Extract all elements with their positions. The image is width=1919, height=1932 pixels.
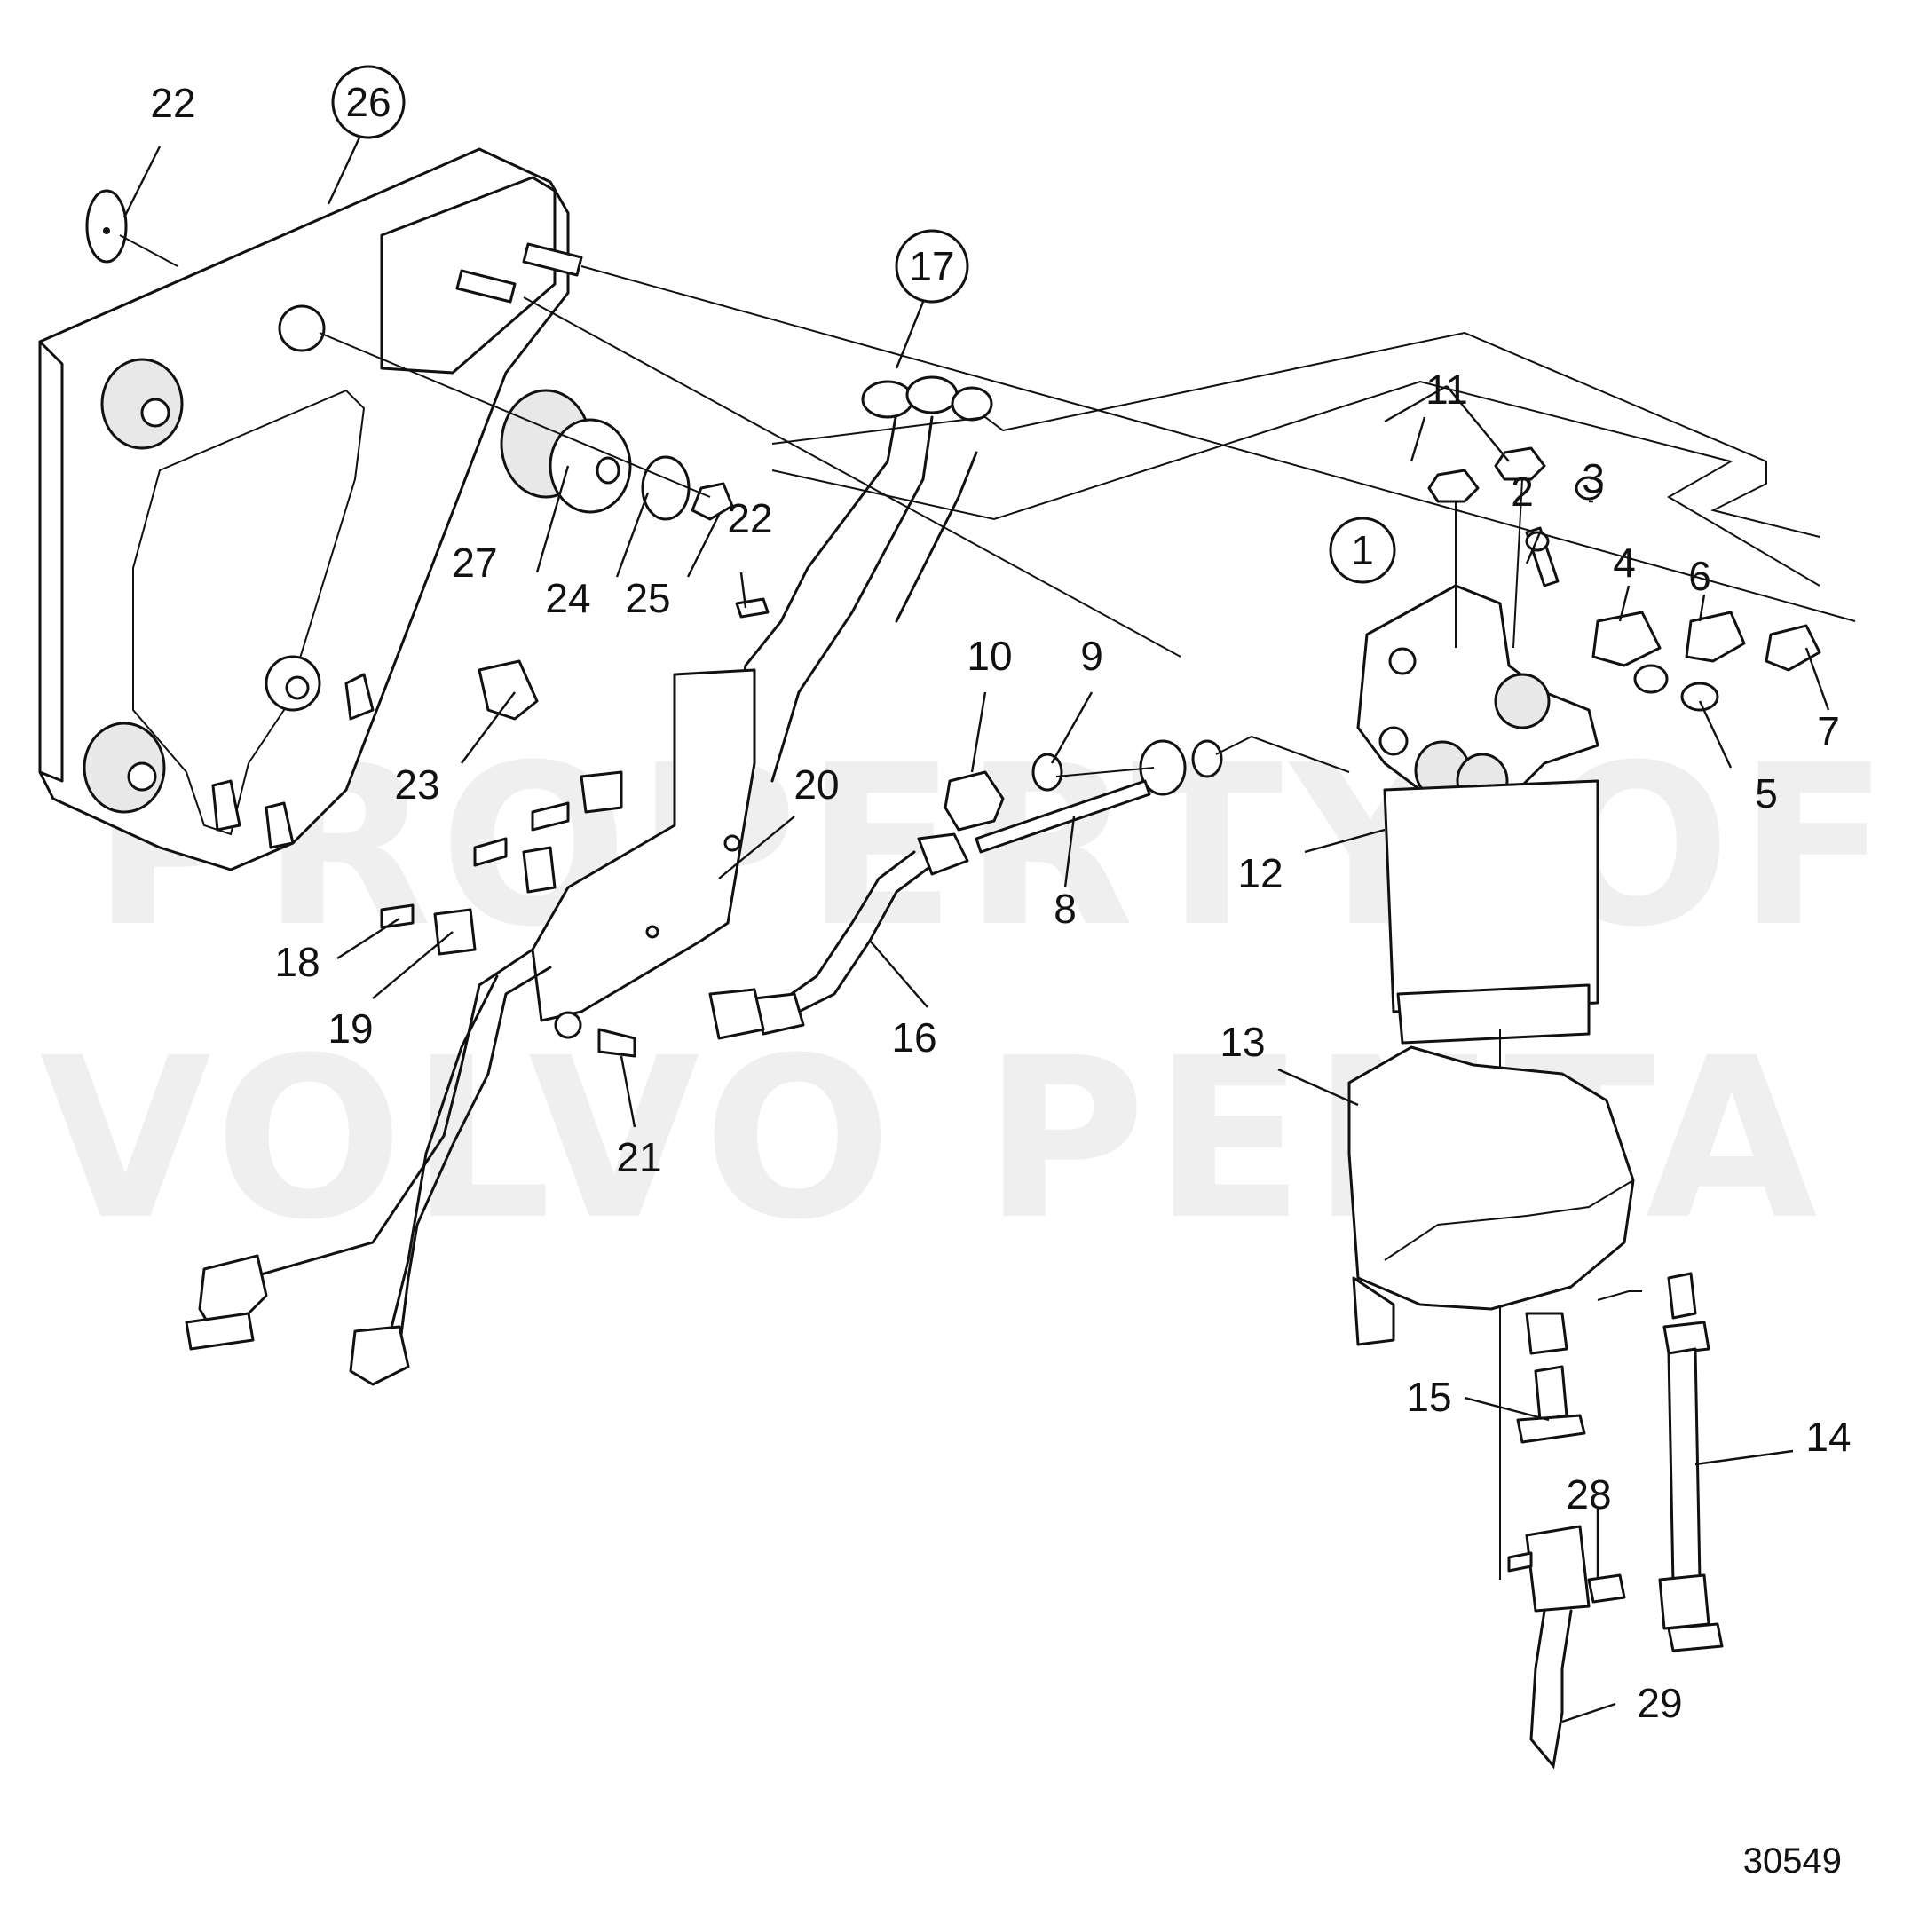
fuel-hoses-upper	[726, 375, 993, 783]
label-21: 21	[616, 1134, 661, 1180]
label-20: 20	[794, 761, 839, 808]
label-11: 11	[1425, 367, 1468, 413]
label-19: 19	[328, 1005, 373, 1052]
bracket-20	[531, 668, 756, 1039]
label-24: 24	[545, 575, 590, 621]
label-9: 9	[1080, 633, 1103, 679]
label-22-top: 22	[150, 80, 195, 126]
label-16: 16	[891, 1014, 936, 1061]
callout-17: 17	[895, 229, 969, 304]
label-13: 13	[1220, 1019, 1265, 1065]
label-28: 28	[1566, 1471, 1611, 1518]
washer-22-top	[85, 189, 178, 267]
label-6: 6	[1688, 553, 1711, 599]
label-15: 15	[1406, 1374, 1451, 1420]
label-25: 25	[625, 575, 670, 621]
filter-bowl-13	[1347, 1045, 1635, 1355]
fittings-2-to-7	[1525, 476, 1821, 712]
dipstick-14	[1597, 1272, 1724, 1652]
reference-number: 30549	[1743, 1841, 1842, 1881]
label-14: 14	[1805, 1414, 1851, 1460]
label-7: 7	[1817, 708, 1840, 754]
callout-1: 1	[1329, 517, 1396, 584]
label-5: 5	[1755, 770, 1778, 816]
nuts-11	[1427, 446, 1546, 649]
callout-26: 26	[331, 65, 406, 139]
label-8: 8	[1054, 886, 1077, 932]
label-3: 3	[1582, 455, 1605, 501]
mounting-studs	[455, 242, 1856, 658]
label-22-mid: 22	[727, 495, 772, 541]
fitting-parts-8-9-10	[944, 735, 1350, 854]
fuel-filter-assembly	[1356, 584, 1599, 1580]
label-18: 18	[274, 939, 320, 985]
label-17: 17	[909, 243, 954, 289]
rubber-mount-assembly	[319, 332, 734, 521]
label-23: 23	[394, 761, 439, 808]
label-10: 10	[967, 633, 1012, 679]
label-1: 1	[1351, 527, 1374, 573]
label-26: 26	[345, 79, 391, 125]
hose-clamp-23	[478, 659, 539, 721]
label-4: 4	[1613, 540, 1636, 586]
fuel-hose-16	[708, 832, 969, 1040]
routing-lines	[771, 331, 1820, 587]
label-27: 27	[452, 540, 497, 586]
label-12: 12	[1237, 850, 1283, 896]
label-2: 2	[1511, 469, 1534, 515]
clips-and-bolts	[380, 597, 770, 1058]
leader-lines	[122, 137, 1830, 1723]
fuel-hoses-lower	[185, 948, 552, 1386]
drain-parts-15-28-29	[1507, 1365, 1626, 1770]
label-29: 29	[1637, 1680, 1682, 1726]
